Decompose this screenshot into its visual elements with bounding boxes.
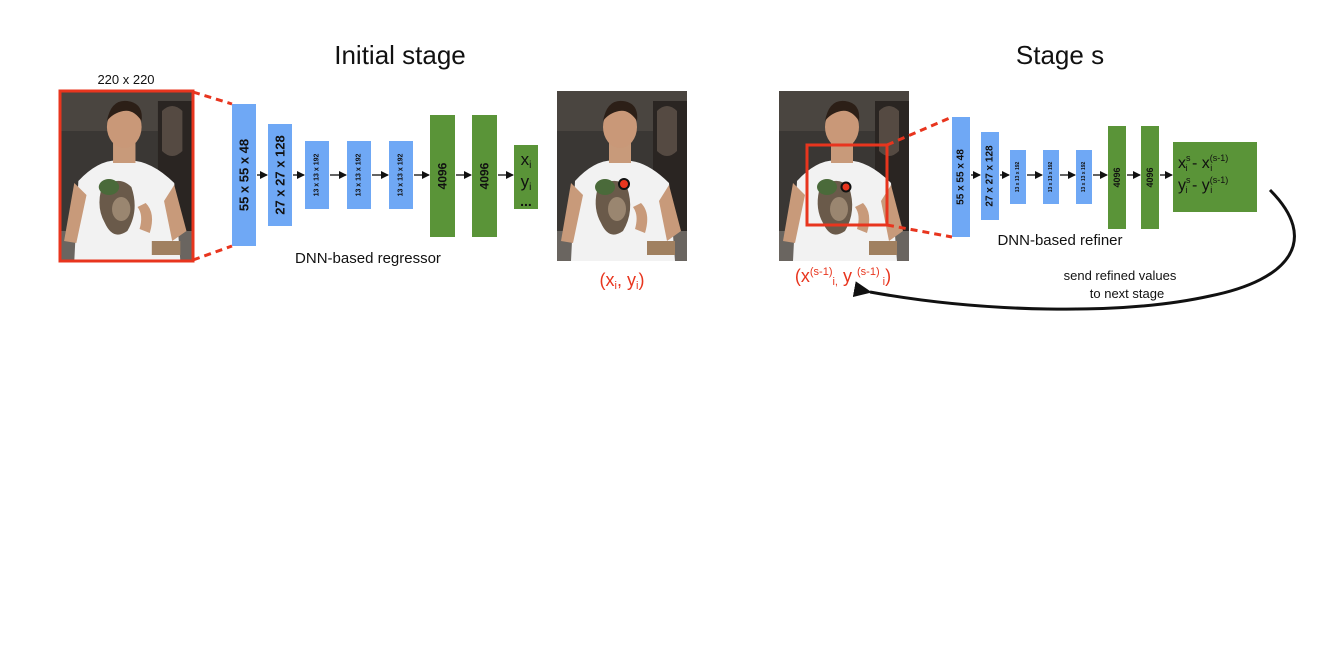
result-photo	[557, 91, 687, 261]
projection-line-bottom	[192, 244, 233, 262]
layer-label-6: 4096	[436, 162, 450, 189]
projection-line-top	[192, 90, 233, 106]
output-y: yi	[521, 172, 532, 193]
fc-layer-6	[1108, 126, 1126, 229]
refine-input-label: (x(s-1)i, y (s-1) i)	[795, 266, 891, 288]
conv-layer-3	[1010, 150, 1026, 204]
layer-label-5: 13 x 13 x 192	[398, 153, 405, 196]
layer-label-2: 27 x 27 x 128	[273, 135, 288, 215]
layer-label-7: 4096	[1145, 167, 1155, 187]
fc-layer-6	[430, 115, 455, 237]
input-size-label: 220 x 220	[97, 72, 154, 87]
initial-stage-title: Initial stage	[334, 40, 466, 70]
keypoint-dot	[618, 178, 630, 190]
layer-label-5: 13 x 13 x 192	[1081, 161, 1087, 192]
layer-label-1: 55 x 55 x 48	[237, 139, 252, 211]
layer-label-2: 27 x 27 x 128	[985, 145, 996, 207]
layer-label-3: 13 x 13 x 192	[1015, 161, 1021, 192]
output-x: xi	[521, 150, 532, 171]
refine-input-photo	[779, 91, 909, 261]
conv-layer-3	[305, 141, 329, 209]
layer-label-4: 13 x 13 x 192	[356, 153, 363, 196]
feedback-text-2: to next stage	[1090, 286, 1164, 301]
regressor-layers: 55 x 55 x 48 27 x 27 x 128 13 x 13 x 192 13…	[232, 104, 514, 246]
conv-layer-1	[232, 104, 256, 246]
initial-output-block	[514, 145, 538, 209]
crop-box	[805, 143, 889, 227]
conv-layer-4	[347, 141, 371, 209]
layer-label-1: 55 x 55 x 48	[956, 149, 967, 205]
output-ellipsis: ...	[520, 193, 532, 209]
conv-layer-2	[268, 124, 292, 226]
result-label: (xi, yi)	[600, 270, 645, 292]
conv-layer-1	[952, 117, 970, 237]
input-photo	[58, 89, 195, 263]
refiner-layers: 55 x 55 x 48 27 x 27 x 128 13 x 13 x 192 13…	[952, 117, 1173, 237]
feedback-text-1: send refined values	[1064, 268, 1177, 283]
layer-label-3: 13 x 13 x 192	[314, 153, 321, 196]
layer-label-6: 4096	[1112, 167, 1122, 187]
fc-layer-7	[1141, 126, 1159, 229]
fc-layer-7	[472, 115, 497, 237]
conv-layer-2	[981, 132, 999, 220]
feedback-arrow	[852, 188, 1296, 311]
layer-label-7: 4096	[478, 162, 492, 189]
layer-label-4: 13 x 13 x 192	[1048, 161, 1054, 192]
refine-output-block	[1173, 142, 1257, 212]
conv-layer-4	[1043, 150, 1059, 204]
keypoint-dot	[840, 181, 852, 193]
regressor-caption: DNN-based regressor	[295, 250, 441, 267]
conv-layer-5	[389, 141, 413, 209]
refiner-caption: DNN-based refiner	[997, 232, 1122, 249]
stage-s-title: Stage s	[1016, 40, 1104, 70]
conv-layer-5	[1076, 150, 1092, 204]
